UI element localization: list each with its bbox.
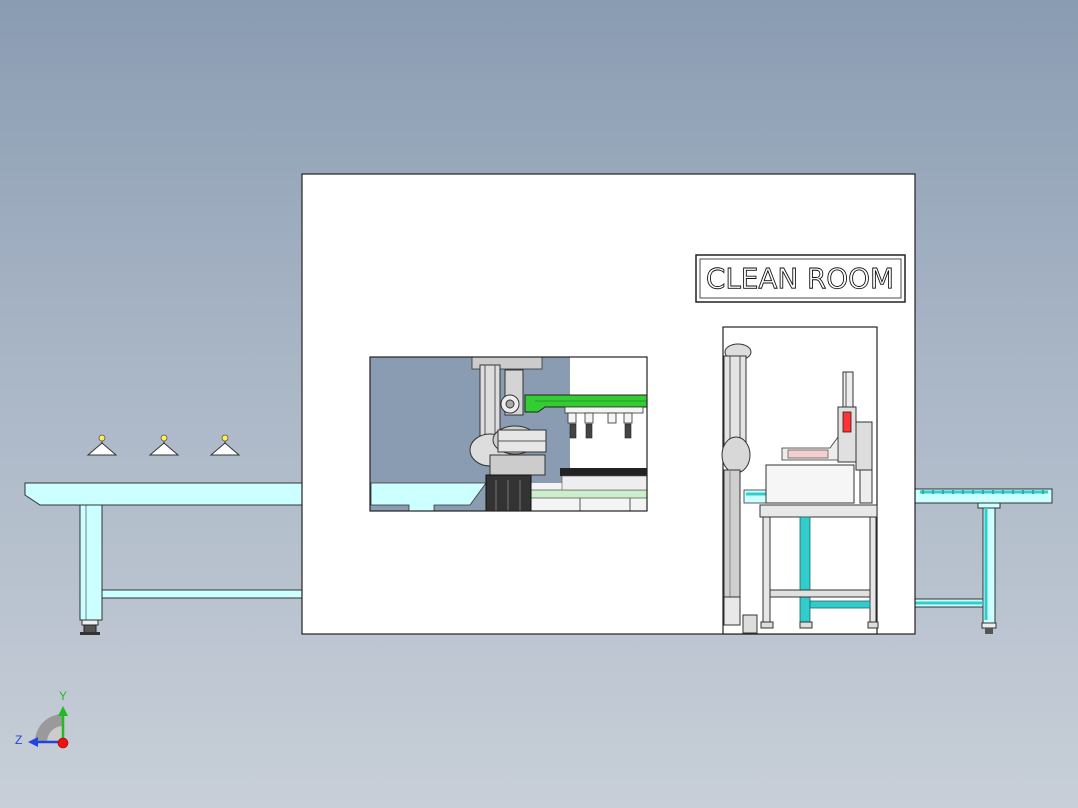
press-unit (781, 371, 873, 504)
door-opening-right[interactable] (721, 326, 879, 635)
ceiling-lamp-icon (86, 434, 118, 456)
clean-room-sign: CLEAN ROOM (695, 254, 906, 303)
coordinate-triad-icon: Y Z (15, 689, 69, 749)
ceiling-lamp-icon (209, 434, 241, 456)
z-axis-label: Z (15, 733, 22, 747)
y-axis-label: Y (59, 689, 67, 703)
right-conveyor[interactable] (914, 488, 1053, 634)
robot-arm-icon (469, 356, 547, 512)
gripper-arm (524, 394, 648, 439)
viewing-window-left[interactable] (369, 356, 648, 512)
ceiling-lamp-icon (148, 434, 180, 456)
robot-arm-icon (721, 343, 758, 634)
sign-text: CLEAN ROOM (706, 262, 894, 295)
left-conveyor[interactable] (24, 482, 303, 635)
work-table (759, 504, 879, 629)
